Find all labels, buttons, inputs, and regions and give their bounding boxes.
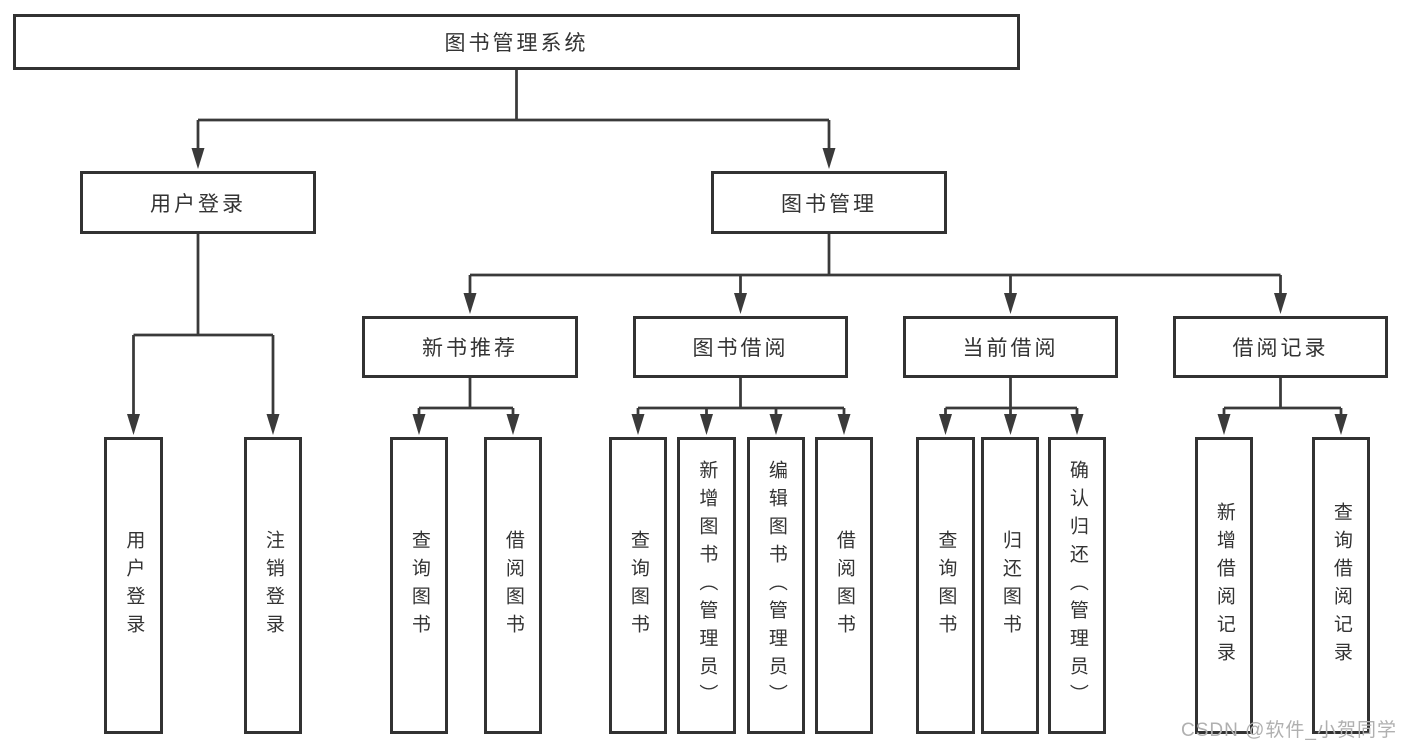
node-borrowing-records: 借阅记录: [1173, 316, 1388, 378]
leaf-add-book-admin: 新增图书（管理员）: [677, 437, 736, 734]
node-library-system: 图书管理系统: [13, 14, 1020, 70]
leaf-borrow-books-recommend: 借阅图书: [484, 437, 542, 734]
leaf-logout: 注销登录: [244, 437, 302, 734]
leaf-query-books-borrowing: 查询图书: [609, 437, 667, 734]
node-book-management: 图书管理: [711, 171, 947, 234]
leaf-confirm-return-admin: 确认归还（管理员）: [1048, 437, 1106, 734]
leaf-query-books-recommend: 查询图书: [390, 437, 448, 734]
node-current-borrowing: 当前借阅: [903, 316, 1118, 378]
leaf-borrow-books-borrowing: 借阅图书: [815, 437, 873, 734]
node-new-book-recommend: 新书推荐: [362, 316, 578, 378]
leaf-edit-book-admin: 编辑图书（管理员）: [747, 437, 805, 734]
leaf-query-borrow-record: 查询借阅记录: [1312, 437, 1370, 734]
node-user-login: 用户登录: [80, 171, 316, 234]
watermark: CSDN @软件_小贺同学: [1181, 720, 1397, 741]
arrowhead-icons: [127, 148, 1348, 435]
leaf-add-borrow-record: 新增借阅记录: [1195, 437, 1253, 734]
leaf-query-books-current: 查询图书: [916, 437, 975, 734]
node-book-borrowing: 图书借阅: [633, 316, 848, 378]
leaf-user-login: 用户登录: [104, 437, 163, 734]
leaf-return-book: 归还图书: [981, 437, 1039, 734]
